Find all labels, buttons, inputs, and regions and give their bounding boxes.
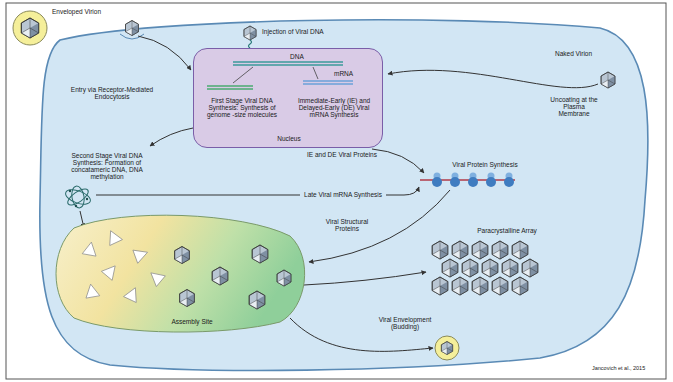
- citation-note: Jancovich et al., 2015: [592, 365, 662, 371]
- concatemer-dna: [64, 185, 93, 209]
- paracrystalline-array: [492, 277, 508, 295]
- ribosome-mrna: [486, 177, 496, 187]
- capsid-fragment: [146, 267, 165, 286]
- paracrystalline-array: [512, 277, 528, 295]
- capsid-symbol: [252, 245, 268, 263]
- paracrystalline-array: [452, 277, 468, 295]
- process-arrow: [309, 190, 450, 262]
- enveloped-virion: [13, 11, 47, 45]
- budding-virion: [435, 336, 459, 360]
- paracrystalline-array: [462, 259, 478, 277]
- paracrystalline-array: [492, 241, 508, 259]
- ribosome-mrna: [504, 177, 514, 187]
- capsid-fragment: [82, 241, 98, 256]
- entering-virion: [126, 21, 139, 36]
- ribosome-mrna: [432, 177, 442, 187]
- injecting-virion: [244, 26, 256, 40]
- cell-membrane: [40, 20, 648, 371]
- process-label: Injection of Viral DNA: [262, 28, 352, 35]
- structure-label: Paracrystalline Array: [462, 227, 552, 234]
- dna-strand: [233, 67, 253, 83]
- capsid-fragment: [133, 246, 150, 264]
- process-arrow: [372, 149, 424, 173]
- paracrystalline-array: [512, 241, 528, 259]
- paracrystalline-array: [502, 259, 518, 277]
- process-arrow: [304, 272, 426, 285]
- dna-strand: [303, 83, 353, 84]
- concatemer-dna: [86, 198, 88, 200]
- capsid-fragment: [124, 285, 142, 303]
- ribosome-mrna: [450, 177, 460, 187]
- injecting-virion: [249, 40, 252, 48]
- molecule-label: DNA: [290, 53, 320, 60]
- process-arrow: [138, 36, 191, 70]
- process-label: Viral Structural Proteins: [318, 218, 376, 232]
- dna-strand: [233, 61, 343, 63]
- capsid-fragment: [104, 228, 122, 246]
- paracrystalline-array: [522, 259, 538, 277]
- ribosome-mrna: [468, 177, 478, 187]
- molecule-label: mRNA: [334, 70, 374, 77]
- process-label: Immediate-Early (IE) and Delayed-Early (…: [290, 97, 378, 118]
- compartment-label: Nucleus: [264, 135, 314, 142]
- slide-frame: [6, 3, 666, 379]
- capsid-symbol: [212, 267, 228, 285]
- dna-strand: [233, 64, 343, 66]
- process-label: Late Viral mRNA Synthesis: [300, 191, 386, 198]
- capsid-symbol: [180, 290, 195, 307]
- concatemer-dna: [65, 186, 90, 208]
- virion-label: Naked Virion: [555, 50, 615, 57]
- capsid-symbol: [277, 270, 291, 286]
- concatemer-dna: [75, 205, 77, 207]
- enveloped-virion: [13, 11, 47, 45]
- budding-virion: [435, 336, 459, 360]
- naked-virion: [601, 72, 615, 88]
- concatemer-dna: [64, 187, 93, 207]
- paracrystalline-array: [432, 241, 448, 259]
- process-label: First Stage Viral DNA Synthesis: Synthes…: [200, 97, 284, 118]
- process-label: Entry via Receptor-Mediated Endocytosis: [62, 86, 162, 100]
- capsid-fragment: [84, 283, 100, 298]
- concatemer-dna: [69, 190, 71, 192]
- paracrystalline-array: [482, 259, 498, 277]
- process-label: IE and DE Viral Proteins: [306, 151, 378, 158]
- assembly-outline: [56, 215, 305, 332]
- process-arrow: [388, 70, 598, 87]
- naked-virion: [601, 72, 615, 88]
- process-arrow: [150, 128, 193, 146]
- ribosome-mrna: [420, 173, 515, 188]
- nucleus-region: DNA mRNA First Stage Viral DNA Synthesis: …: [193, 48, 383, 148]
- paracrystalline-array: [452, 241, 468, 259]
- process-label: Viral Protein Synthesis: [440, 161, 530, 168]
- concatemer-dna: [70, 185, 86, 209]
- paracrystalline-array: [472, 277, 488, 295]
- paracrystalline-array: [472, 241, 488, 259]
- virion-label: Enveloped Virion: [52, 8, 132, 15]
- compartment-label: Assembly Site: [147, 318, 237, 325]
- dna-strand: [303, 80, 353, 81]
- dna-strand: [207, 88, 253, 89]
- enveloped-virion: [21, 18, 38, 38]
- budding-virion: [441, 342, 452, 355]
- injecting-virion: [244, 26, 256, 48]
- assembly-site: Assembly Site: [52, 210, 307, 338]
- paracrystalline-array: [432, 277, 448, 295]
- process-label: Viral Envelopment (Budding): [372, 316, 438, 330]
- process-arrow: [290, 318, 433, 351]
- paracrystalline-array: [432, 241, 538, 295]
- capsid-fragment: [101, 261, 120, 280]
- capsid-symbol: [249, 291, 265, 309]
- process-label: Uncoating at the Plasma Membrane: [548, 96, 600, 117]
- dna-strand: [313, 67, 318, 79]
- process-label: Second Stage Viral DNA Synthesis: Format…: [57, 152, 157, 181]
- capsid-symbol: [175, 247, 190, 264]
- paracrystalline-array: [442, 259, 458, 277]
- dna-strand: [207, 85, 253, 86]
